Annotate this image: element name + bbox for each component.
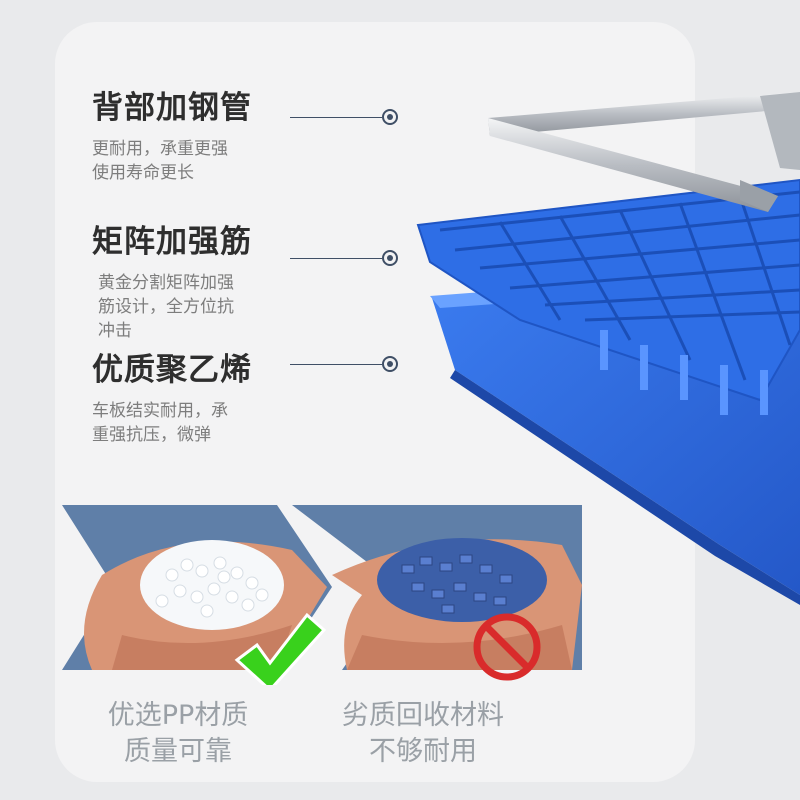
- leader-line: [290, 364, 382, 365]
- label-line: 质量可靠: [124, 736, 232, 767]
- rib-lines: [439, 190, 800, 381]
- feature-desc: 黄金分割矩阵加强 筋设计，全方位抗 冲击: [98, 271, 252, 343]
- good-material-label: 优选PP材质 质量可靠: [88, 698, 268, 770]
- feature-title: 优质聚乙烯: [92, 352, 252, 388]
- leader-line: [290, 117, 382, 118]
- recycled-pellets-image: [292, 505, 582, 670]
- material-comparison: [62, 505, 582, 685]
- feature-matrix-rib: 矩阵加强筋 黄金分割矩阵加强 筋设计，全方位抗 冲击: [92, 216, 252, 343]
- label-line: 劣质回收材料: [342, 700, 504, 731]
- label-line: 不够耐用: [369, 736, 477, 767]
- steel-handle: [488, 92, 800, 212]
- check-icon: [234, 612, 327, 685]
- label-line: 优选PP材质: [107, 700, 249, 731]
- prohibited-icon: [473, 613, 541, 681]
- feature-desc-line: 冲击: [98, 321, 132, 341]
- feature-title: 矩阵加强筋: [92, 224, 252, 260]
- target-dot-icon: [382, 250, 398, 266]
- target-dot-icon: [382, 356, 398, 372]
- feature-title: 背部加钢管: [92, 90, 252, 126]
- feature-desc: 更耐用，承重更强 使用寿命更长: [92, 137, 252, 185]
- feature-polyethylene: 优质聚乙烯 车板结实耐用，承 重强抗压，微弹: [92, 344, 252, 447]
- feature-desc-line: 黄金分割矩阵加强: [98, 273, 234, 293]
- feature-desc-line: 筋设计，全方位抗: [98, 297, 234, 317]
- feature-desc: 车板结实耐用，承 重强抗压，微弹: [92, 399, 252, 447]
- feature-desc-line: 使用寿命更长: [92, 163, 194, 183]
- feature-desc-line: 重强抗压，微弹: [92, 425, 211, 445]
- pp-pellets-image: [62, 505, 332, 670]
- feature-steel-tube: 背部加钢管 更耐用，承重更强 使用寿命更长: [92, 82, 252, 185]
- feature-desc-line: 更耐用，承重更强: [92, 139, 228, 159]
- rib-highlights: [600, 330, 768, 415]
- feature-desc-line: 车板结实耐用，承: [92, 401, 228, 421]
- target-dot-icon: [382, 109, 398, 125]
- bad-material-label: 劣质回收材料 不够耐用: [318, 698, 528, 770]
- leader-line: [290, 258, 382, 259]
